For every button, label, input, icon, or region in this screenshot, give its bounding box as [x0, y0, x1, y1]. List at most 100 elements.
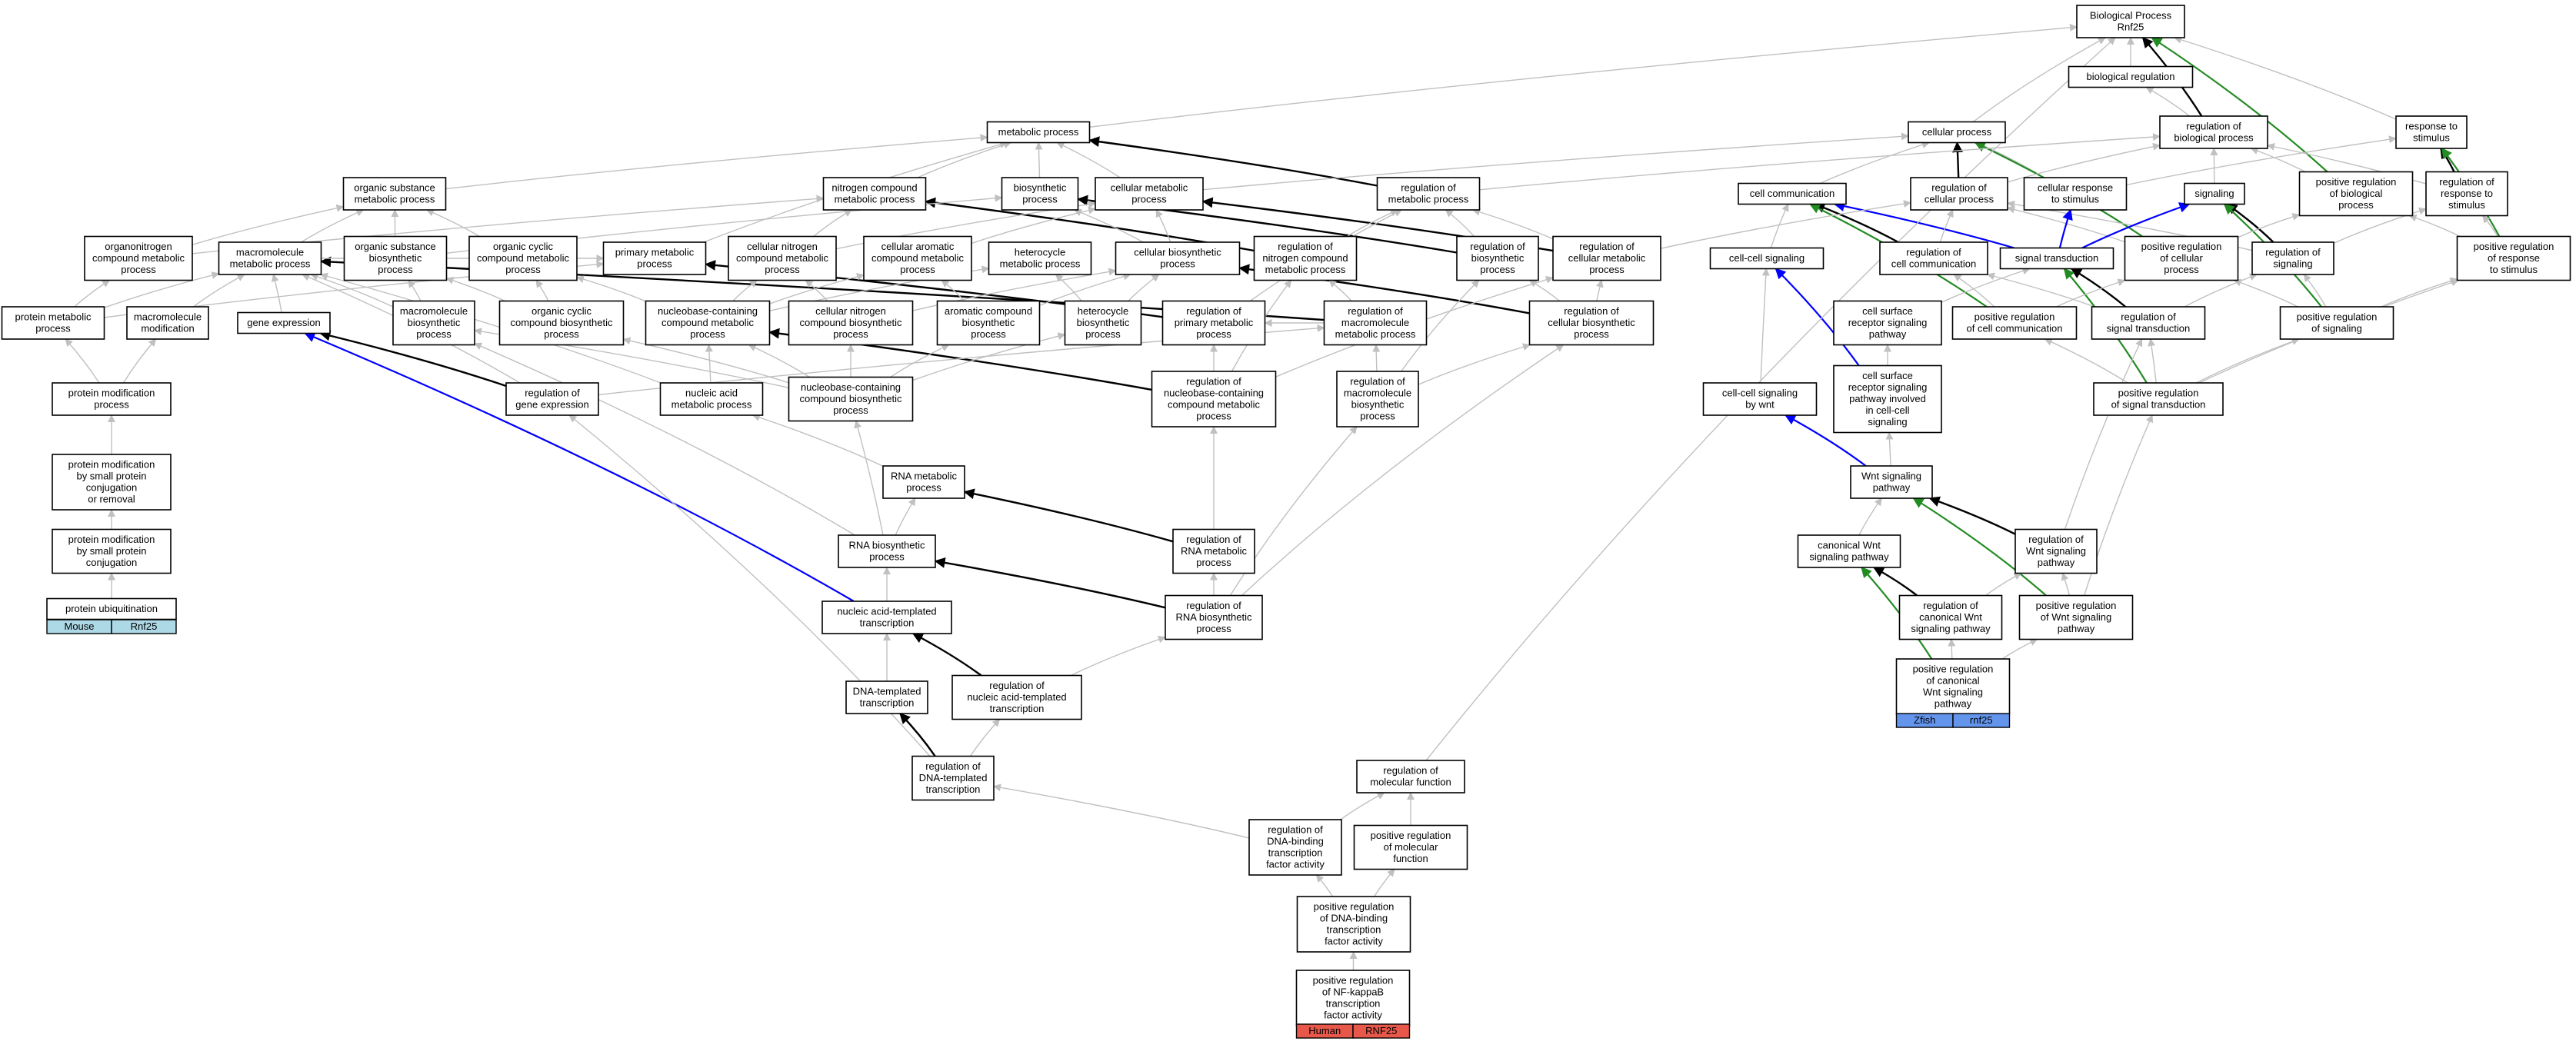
go-term-label: process	[906, 482, 941, 494]
go-term-biological-regulation[interactable]: biological regulation	[2068, 65, 2194, 88]
go-term-box	[342, 177, 447, 211]
go-term-label: pathway	[1869, 328, 1907, 340]
go-term-gene-expression[interactable]: gene expression	[237, 311, 331, 334]
go-term-cell-communication[interactable]: cell communication	[1738, 182, 1847, 205]
go-term-signaling[interactable]: signaling	[2184, 182, 2245, 205]
go-term-label: Wnt signaling	[1923, 687, 1983, 698]
go-term-label: pathway	[2038, 557, 2075, 568]
go-term-box	[218, 241, 322, 275]
go-term-label: modification	[141, 323, 194, 334]
go-term-label: positive regulation	[2118, 388, 2199, 399]
edge-gray	[1418, 343, 1531, 385]
edge-gray	[1401, 279, 1480, 372]
go-term-reg-nucleobase-metabolic[interactable]: regulation ofnucleobase-containingcompou…	[1151, 371, 1277, 428]
go-term-metabolic-process[interactable]: metabolic process	[986, 121, 1091, 144]
go-term-label: regulation of	[1278, 241, 1333, 252]
go-term-reg-dna-binding-tf[interactable]: regulation ofDNA-bindingtranscriptionfac…	[1248, 819, 1342, 876]
go-term-cellular-process[interactable]: cellular process	[1908, 121, 2006, 144]
go-term-cell-cell-signaling[interactable]: cell-cell signaling	[1709, 247, 1825, 270]
go-term-box	[936, 300, 1041, 346]
go-term-box	[1951, 306, 2078, 340]
go-term-reg-macromolecule-biosynthetic[interactable]: regulation ofmacromoleculebiosyntheticpr…	[1336, 371, 1419, 428]
go-term-label: factor activity	[1325, 936, 1383, 947]
go-term-protein-ubiquitination[interactable]: protein ubiquitination	[46, 597, 177, 620]
go-term-signal-transduction[interactable]: signal transduction	[1999, 247, 2114, 270]
go-term-label: transcription	[1327, 924, 1381, 936]
go-term-box	[505, 382, 599, 416]
go-term-box	[845, 680, 928, 714]
go-term-box	[2298, 171, 2414, 217]
